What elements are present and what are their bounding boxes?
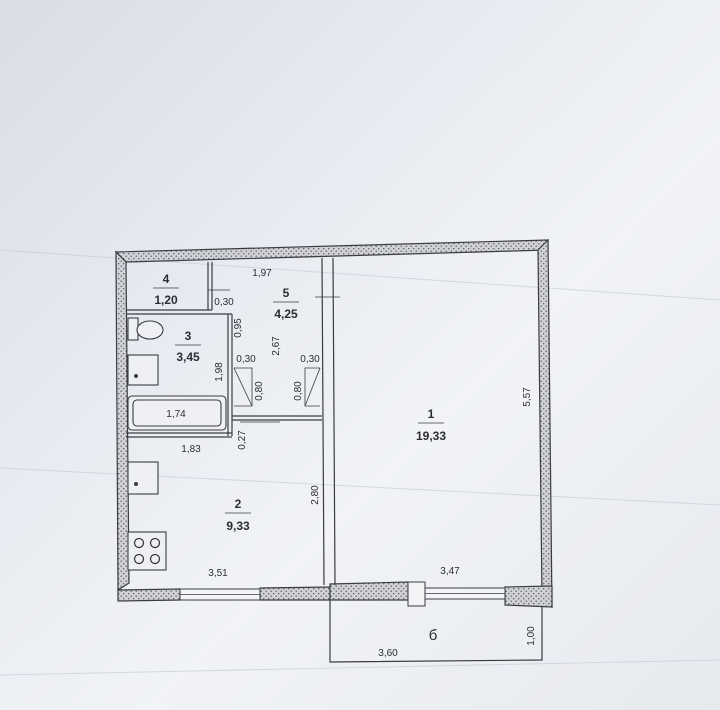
partition-main xyxy=(321,257,336,586)
paper-fold-lines xyxy=(0,249,720,676)
stove xyxy=(127,531,167,571)
dim-3-47: 3,47 xyxy=(440,566,460,577)
dim-5-57: 5,57 xyxy=(522,387,533,407)
room-1-area: 19,33 xyxy=(416,429,446,443)
outer-walls xyxy=(114,238,553,609)
dim-0-30-b: 0,30 xyxy=(236,354,256,365)
dim-0-27: 0,27 xyxy=(237,430,248,450)
balcony xyxy=(329,600,543,663)
kitchen-sink xyxy=(127,461,159,495)
room-4-area: 1,20 xyxy=(154,293,178,307)
dim-1-74: 1,74 xyxy=(166,409,186,420)
dim-3-60: 3,60 xyxy=(378,648,398,659)
room-4-number: 4 xyxy=(163,272,170,286)
dim-0-30-c: 0,30 xyxy=(300,354,320,365)
washbasin xyxy=(127,354,159,386)
dim-0-80-b: 0,80 xyxy=(293,381,304,401)
room-5-area: 4,25 xyxy=(274,307,298,321)
toilet xyxy=(127,317,164,341)
room-2-number: 2 xyxy=(235,497,242,511)
room-2-label: 2 9,33 xyxy=(225,497,251,533)
interior-walls xyxy=(126,262,322,438)
dim-2-67: 2,67 xyxy=(271,336,282,356)
window-room xyxy=(424,587,506,600)
dim-1-00: 1,00 xyxy=(526,626,537,646)
dimension-ticks xyxy=(208,289,340,423)
room-3-label: 3 3,45 xyxy=(175,329,201,364)
room-3-area: 3,45 xyxy=(176,350,200,364)
room-5-number: 5 xyxy=(283,286,290,300)
room-5-label: 5 4,25 xyxy=(273,286,299,321)
dim-0-80-a: 0,80 xyxy=(254,381,265,401)
room-3-number: 3 xyxy=(185,329,192,343)
dim-1-97: 1,97 xyxy=(252,268,272,279)
dim-2-80: 2,80 xyxy=(310,485,321,505)
room-1-label: 1 19,33 xyxy=(416,407,446,443)
window-kitchen xyxy=(179,588,261,601)
room-4-label: 4 1,20 xyxy=(153,272,179,307)
dim-3-51: 3,51 xyxy=(208,568,228,579)
room-2-area: 9,33 xyxy=(226,519,250,533)
dim-1-98: 1,98 xyxy=(214,362,225,382)
bathtub xyxy=(127,395,227,431)
balcony-door xyxy=(407,581,426,607)
dim-0-95: 0,95 xyxy=(233,318,244,338)
room-1-number: 1 xyxy=(428,407,435,421)
balcony-label: б xyxy=(429,627,438,644)
dim-0-30-a: 0,30 xyxy=(214,297,234,308)
dim-1-83: 1,83 xyxy=(181,444,201,455)
dimension-labels: 1,97 0,30 0,95 0,30 2,67 0,30 1,98 0,80 … xyxy=(166,268,537,659)
